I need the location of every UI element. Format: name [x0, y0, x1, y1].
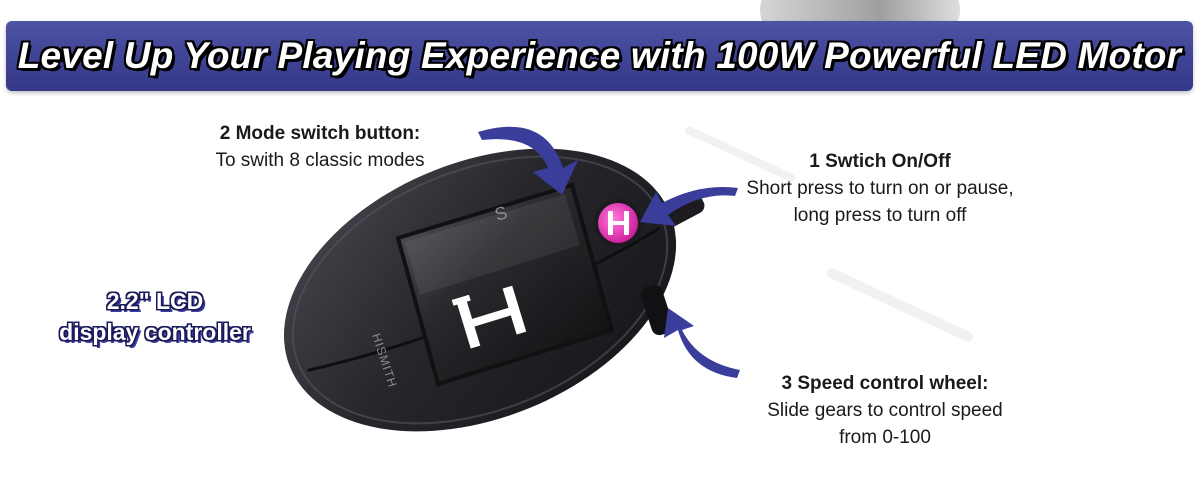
banner-title: Level Up Your Playing Experience with 10…	[17, 35, 1182, 76]
lcd-label-line2: display controller	[59, 319, 251, 345]
lcd-label-line1: 2.2" LCD	[106, 288, 204, 314]
callout-power-heading: 1 Swtich On/Off	[809, 151, 951, 172]
lcd-label: 2.2" LCD display controller	[20, 286, 290, 348]
callout-speed-wheel: 3 Speed control wheel: Slide gears to co…	[720, 370, 1050, 451]
arrow-icon-power	[640, 187, 738, 226]
logo-button-icon	[608, 211, 629, 235]
callout-power-line1: Short press to turn on or pause,	[746, 178, 1014, 199]
callout-mode-heading: 2 Mode switch button:	[219, 123, 421, 144]
lcd-screen: S	[395, 182, 615, 387]
callout-speed-line1: Slide gears to control speed	[767, 400, 1003, 421]
arrow-icon-speed	[664, 308, 740, 378]
callout-power-switch: 1 Swtich On/Off Short press to turn on o…	[730, 148, 1030, 229]
callout-mode-switch: 2 Mode switch button: To swith 8 classic…	[170, 120, 470, 174]
callout-speed-line2: from 0-100	[839, 427, 931, 448]
headline-banner: Level Up Your Playing Experience with 10…	[6, 21, 1193, 91]
callout-speed-heading: 3 Speed control wheel:	[781, 373, 989, 394]
power-button[interactable]	[594, 199, 642, 247]
screen-glyph-icon	[451, 285, 527, 349]
speed-wheel[interactable]	[639, 283, 675, 337]
callout-mode-text: To swith 8 classic modes	[215, 150, 425, 171]
callout-power-line2: long press to turn off	[793, 205, 967, 226]
arrow-icon-mode	[478, 126, 578, 195]
screen-letter: S	[492, 202, 509, 225]
